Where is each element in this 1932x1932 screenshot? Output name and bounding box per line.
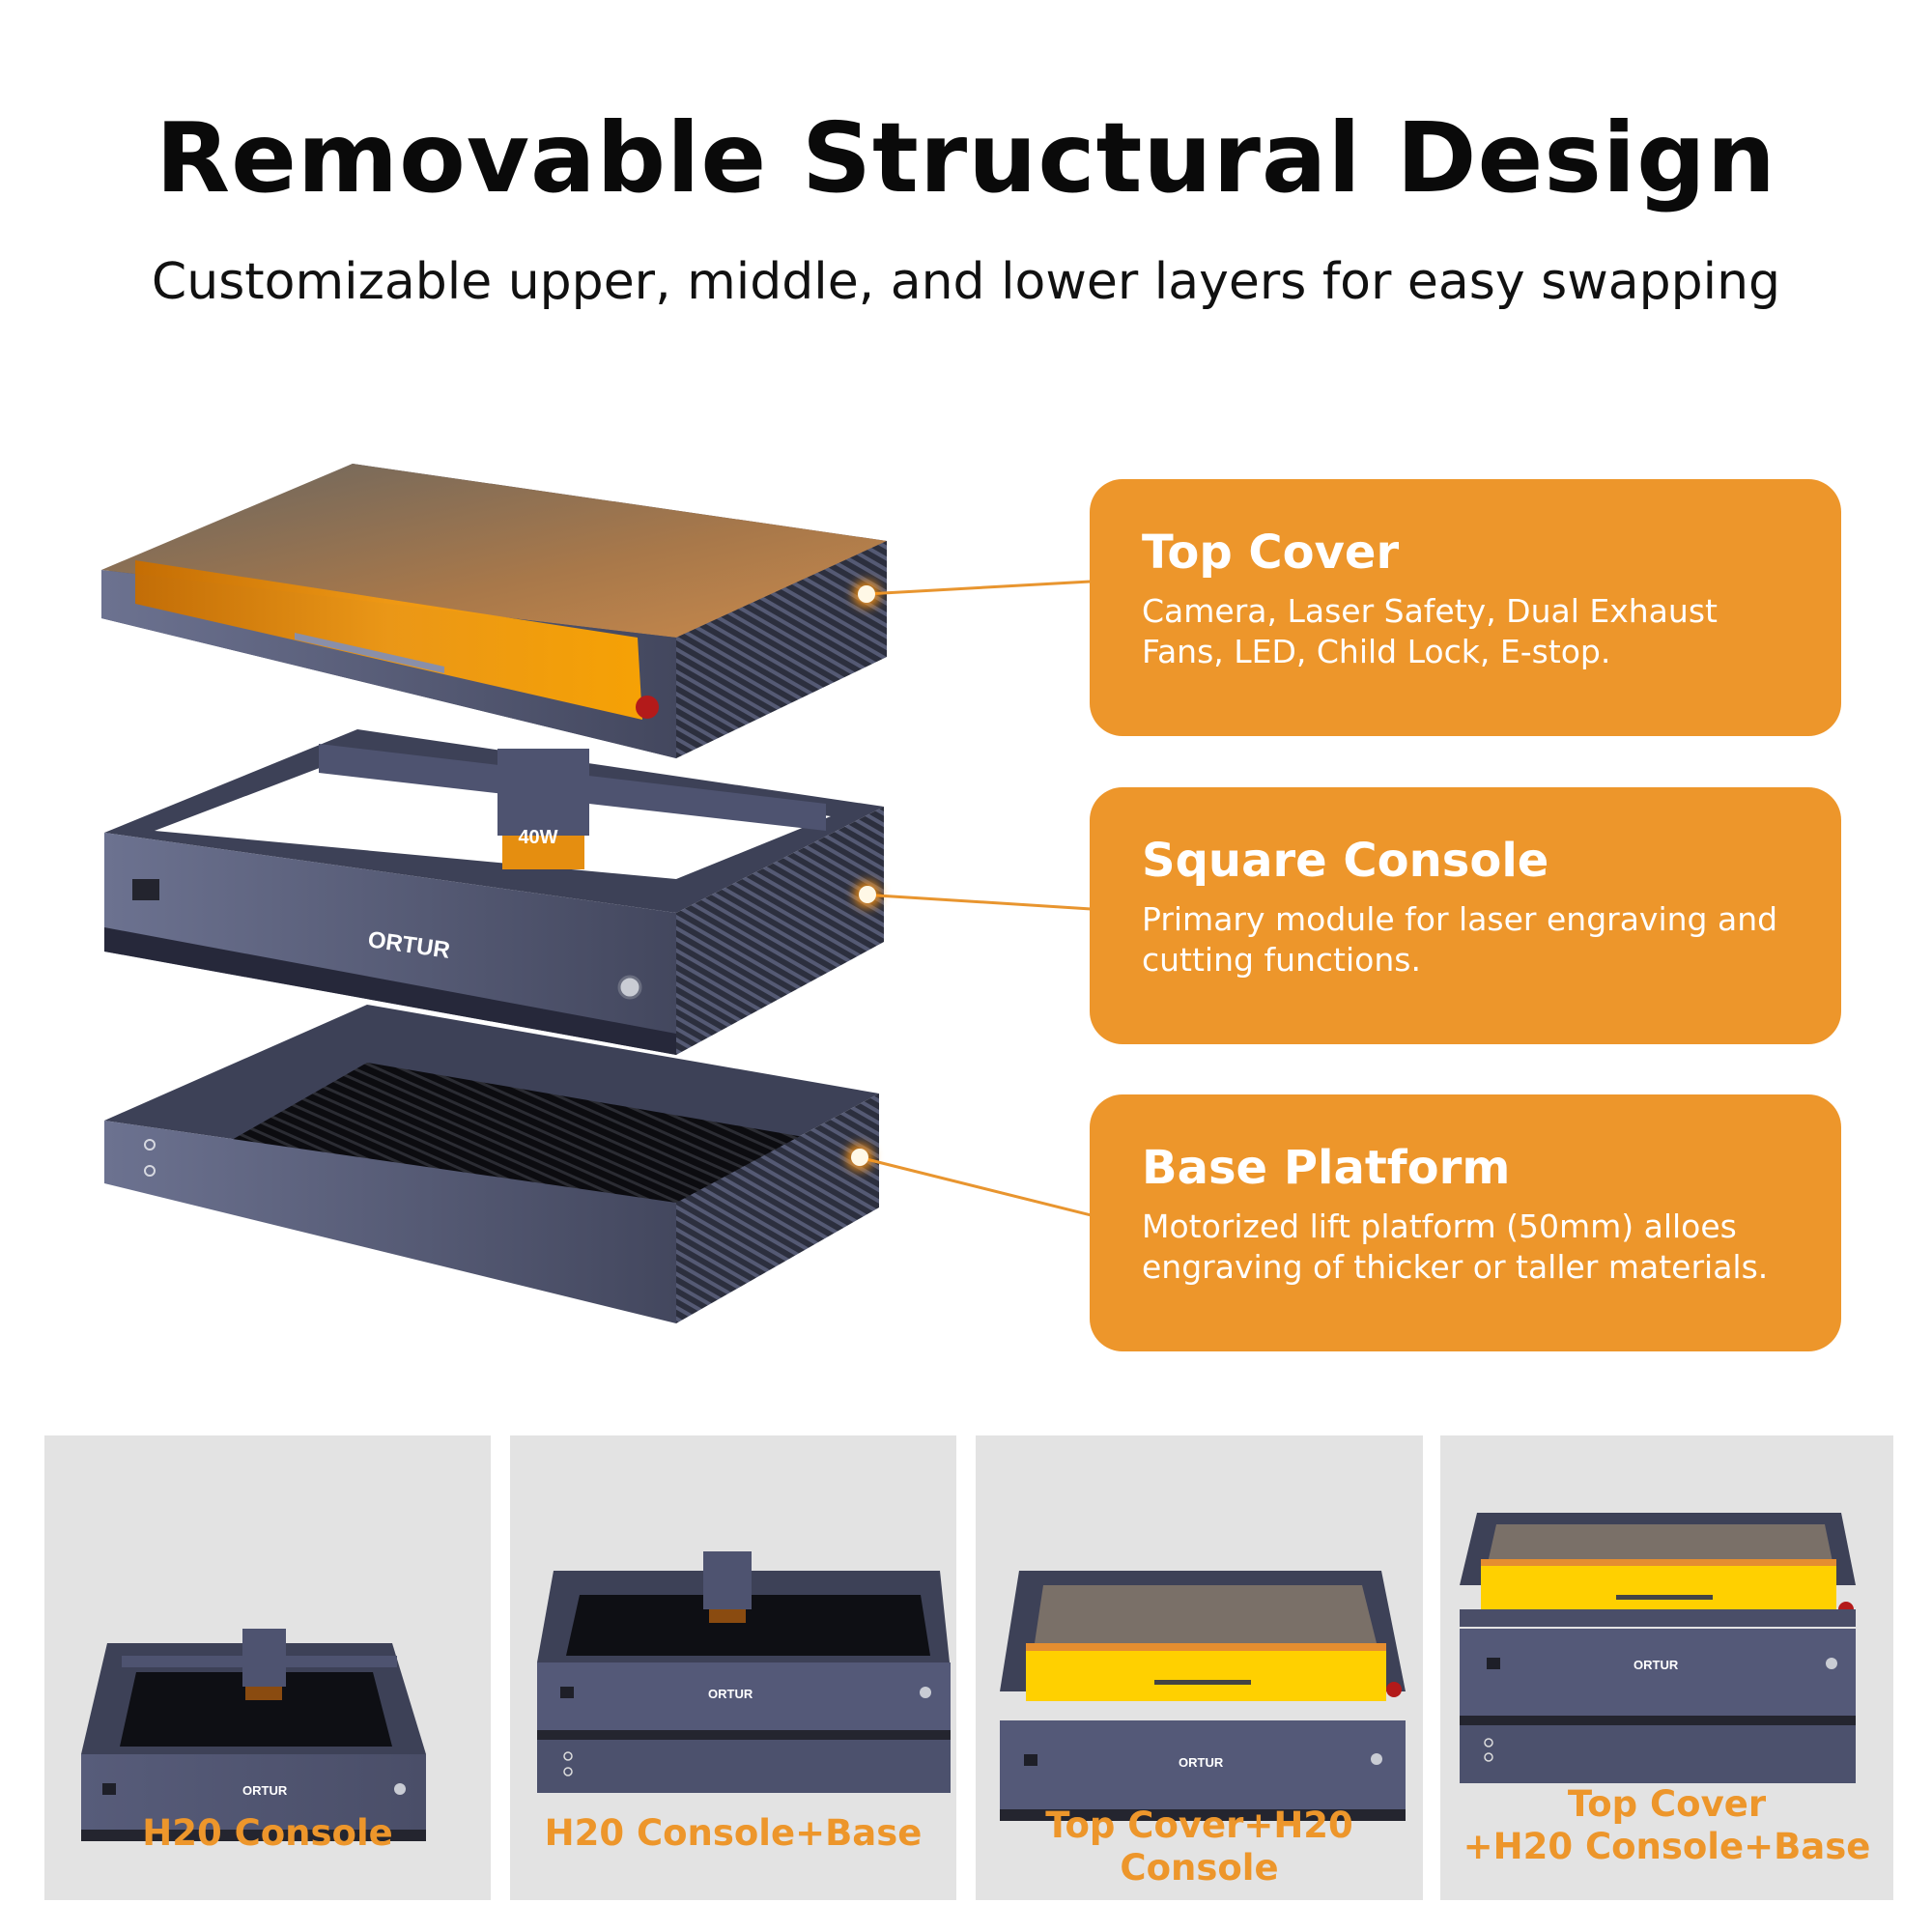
brand-logo: ORTUR (242, 1783, 288, 1798)
feature-title: Base Platform (1142, 1141, 1511, 1195)
brand-logo: ORTUR (1634, 1658, 1679, 1672)
feature-card-base-platform: Base Platform Motorized lift platform (5… (1090, 1094, 1841, 1351)
config-panel-cover-console[interactable]: ORTUR Top Cover+H20 Console (976, 1435, 1423, 1900)
base-platform-layer (104, 1005, 879, 1323)
config-label-line2: +H20 Console+Base (1463, 1826, 1871, 1867)
config-panel-cover-console-base[interactable]: ORTUR Top Cover +H20 Console+Base (1440, 1435, 1893, 1900)
feature-description: Primary module for laser engraving and c… (1142, 900, 1778, 979)
top-cover-layer (101, 464, 887, 758)
exploded-view-svg: 40W ORTUR (101, 464, 887, 1323)
hotspot-base-platform[interactable] (851, 1149, 868, 1166)
laser-power-label: 40W (518, 827, 557, 848)
feature-description: Camera, Laser Safety, Dual Exhaust Fans,… (1142, 592, 1718, 670)
brand-logo: ORTUR (708, 1687, 753, 1701)
page-title: Removable Structural Design (156, 101, 1776, 214)
full-stack-illustration: ORTUR (1460, 1513, 1856, 1783)
config-label: Top Cover+H20 Console (1045, 1804, 1353, 1889)
config-label-line1: Top Cover (1567, 1783, 1767, 1825)
power-button-icon (617, 975, 642, 1000)
feature-description: Motorized lift platform (50mm) alloes en… (1142, 1208, 1769, 1286)
config-label: Top Cover +H20 Console+Base (1440, 1783, 1893, 1868)
page-subtitle: Customizable upper, middle, and lower la… (151, 253, 1781, 311)
console-base-illustration: ORTUR (537, 1551, 951, 1793)
laser-module (497, 749, 589, 836)
feature-card-top-cover: Top Cover Camera, Laser Safety, Dual Exh… (1090, 479, 1841, 736)
exploded-machine-illustration: 40W ORTUR (0, 0, 966, 1372)
feature-title: Top Cover (1142, 526, 1400, 580)
config-label: H20 Console+Base (544, 1812, 923, 1854)
display-window-icon (132, 879, 159, 900)
console-only-illustration: ORTUR (81, 1629, 426, 1841)
e-stop-icon (636, 696, 659, 719)
brand-logo: ORTUR (1179, 1755, 1224, 1770)
hotspot-square-console[interactable] (859, 886, 876, 903)
config-panel-console-base[interactable]: ORTUR H20 Console+Base (510, 1435, 956, 1900)
config-panel-console[interactable]: ORTUR H20 Console (44, 1435, 491, 1900)
feature-title: Square Console (1142, 834, 1549, 888)
hotspot-top-cover[interactable] (858, 585, 875, 603)
config-label: H20 Console (142, 1812, 393, 1854)
square-console-layer: 40W ORTUR (104, 729, 884, 1055)
cover-console-illustration: ORTUR (1000, 1571, 1406, 1821)
feature-card-square-console: Square Console Primary module for laser … (1090, 787, 1841, 1044)
